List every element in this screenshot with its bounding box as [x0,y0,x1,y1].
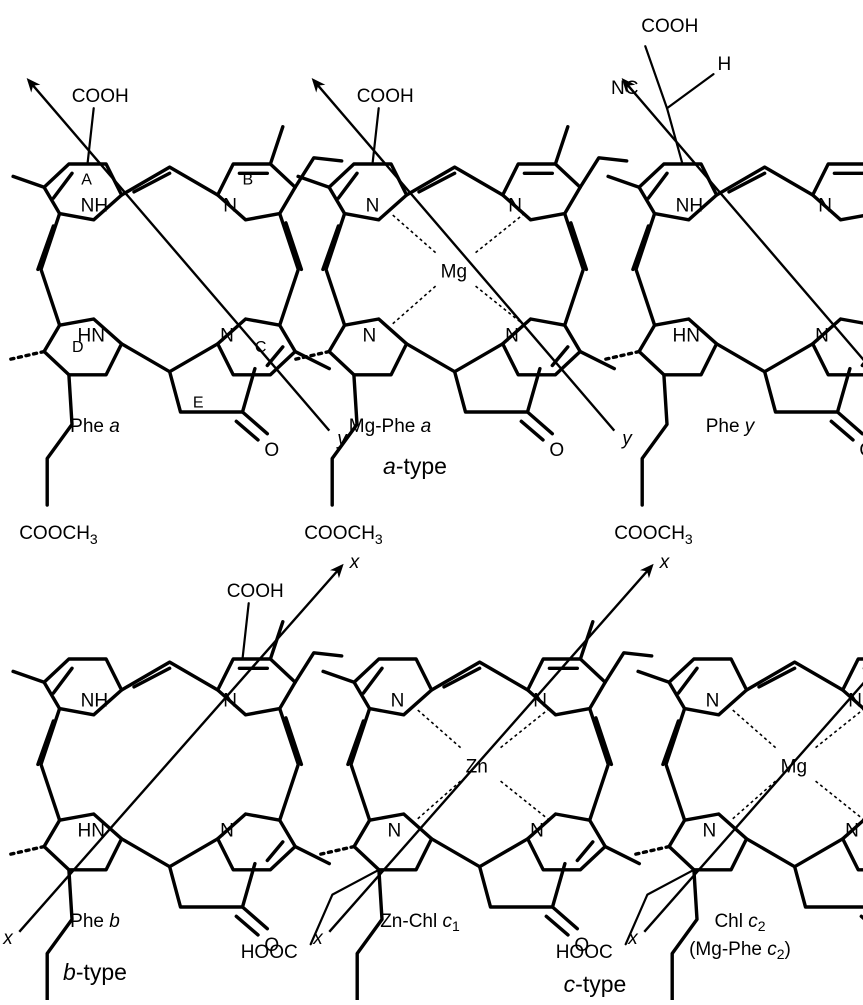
carboxyl-label: COOH [227,581,284,602]
labels-chl-c2: NNNNMgOCOOCH3HOOCxxChl c2(Mg-Phe c2) [556,681,863,963]
nitrogen-label: N [706,690,720,711]
carboxyl-label: COOH [72,86,129,107]
nitrogen-label: N [530,821,544,842]
nitrogen-label: N [388,821,402,842]
labels-phe-y: NHNNHNOCOOCH3COOHHNCyPhe y [611,16,863,547]
transition-axis-arrow [621,78,863,362]
molecule-caption: Mg-Phe a [349,416,431,437]
ring-label: A [81,171,92,188]
nitrogen-label: N [703,821,717,842]
ketone-oxygen: O [549,440,564,461]
coordination-bond [390,285,437,326]
molecule-mg-phe-a [293,125,629,507]
axis-label: y [620,429,633,450]
molecule-caption: Chl c2 [714,911,765,934]
molecule-phe-b [8,620,344,1002]
coordination-bond [500,707,550,749]
carboxyl-label: COOH [357,86,414,107]
carboxyl-bond [371,107,380,166]
nitrogen-label: NH [81,195,108,216]
nitrogen-label: N [818,195,832,216]
labels-zn-chl-c1: NNNNZnOCOOCH3HOOCxxZn-Chl c1 [241,552,671,963]
acid-label: HOOC [241,942,298,963]
transition-axis-arrow [643,681,863,933]
molecule-caption: Phe b [70,911,120,932]
group-label: b-type [63,959,127,985]
axis-label: x [2,928,14,949]
molecule-phe-a [8,125,344,507]
nitrogen-label: NH [676,195,703,216]
carboxyl-bond [86,107,95,166]
ring-label: D [72,339,84,356]
axis-label: y [335,429,348,450]
nitrogen-label: HN [78,821,105,842]
nitrogen-label: N [508,195,522,216]
acid-label: HOOC [556,942,613,963]
axis-label: x [627,928,639,949]
nitrogen-label: N [845,821,859,842]
ketone-oxygen: O [264,440,279,461]
transition-axis-arrow [328,563,654,933]
carboxyl-bond [241,602,250,661]
ring-label: C [255,339,267,356]
nitrogen-label: N [391,690,405,711]
coordination-bond [815,780,863,821]
nitrogen-label: N [220,326,234,347]
ring-label: E [193,395,204,412]
nitrogen-label: HN [78,326,105,347]
nitrogen-label: NH [81,690,108,711]
metal-label: Mg [781,756,807,777]
coordination-bond [415,707,462,749]
ester-label: COOCH3 [614,523,693,547]
nitrogen-label: N [815,326,829,347]
axis-label: x [349,552,361,573]
group-label: c-type [564,971,627,997]
nitrogen-label: HN [673,326,700,347]
transition-axis-arrow [311,78,616,432]
nitrogen-label: N [363,326,377,347]
ester-label: COOCH3 [304,523,383,547]
axis-label: x [312,928,324,949]
acrylic-bond [309,868,380,946]
coordination-bond [475,212,525,254]
coordination-bond [390,212,437,254]
ester-label: COOCH3 [19,523,98,547]
nitrogen-label: N [505,326,519,347]
coordination-bond [500,780,550,821]
ring-label: B [243,171,254,188]
molecule-caption-line2: (Mg-Phe c2) [689,939,791,962]
coordination-bond [730,707,777,749]
labels-phe-b: NHNNHNOCOOCH3COOHxxPhe b [2,552,361,956]
coordination-bond [475,285,525,326]
molecule-chl-c2 [633,657,863,1002]
molecule-phe-y [603,162,863,507]
nitrogen-label: N [223,195,237,216]
molecule-caption: Zn-Chl c1 [380,911,460,934]
carboxyl-label: COOH [641,16,698,37]
coordination-bond [415,780,462,821]
molecule-caption: Phe y [706,416,756,437]
transition-axis-arrow [26,78,331,432]
group-label: a-type [383,453,447,479]
transition-axis-arrow [18,563,344,933]
coordination-bond [815,708,863,749]
ketone-oxygen: O [859,440,863,461]
hydrogen-label: H [718,54,732,75]
coordination-bond [730,780,777,821]
acrylic-bond [624,868,696,946]
nitrogen-label: N [366,195,380,216]
ketone-oxygen: O [264,935,279,956]
metal-label: Mg [441,261,467,282]
vinyl-bond [665,72,715,110]
axis-label: x [659,552,671,573]
molecule-caption: Phe a [70,416,120,437]
ketone-oxygen: O [574,935,589,956]
cyanoacrylic-bond [644,45,684,166]
nitrogen-label: N [220,821,234,842]
